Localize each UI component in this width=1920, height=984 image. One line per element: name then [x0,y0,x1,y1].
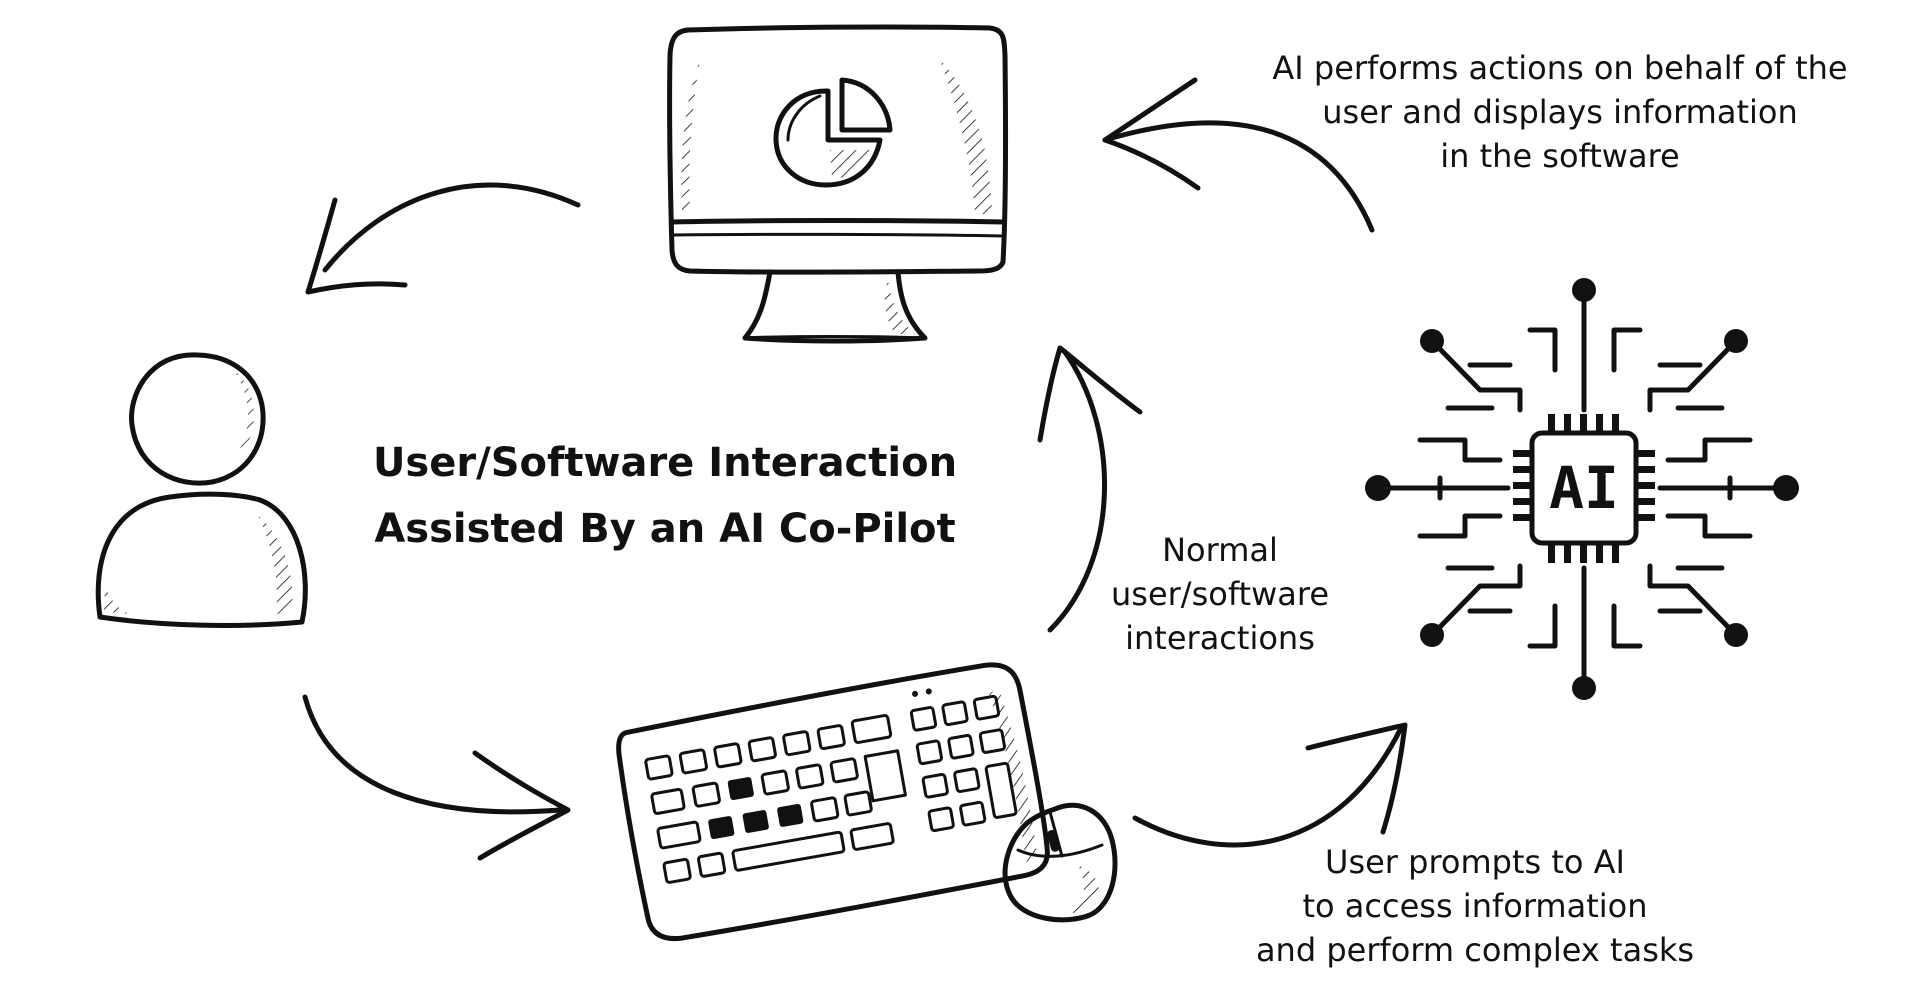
arrow-keyboard-to-monitor [1037,345,1143,633]
label-prompts-line-1: User prompts to AI [1325,843,1625,881]
label-prompts-line-2: to access information [1302,887,1648,925]
label-ai-actions-line-3: in the software [1440,137,1680,175]
diagram-title: User/Software Interaction Assisted By an… [365,430,965,562]
keyboard-icon [616,662,1050,942]
label-ai-actions-line-1: AI performs actions on behalf of the [1272,49,1848,87]
label-normal-interactions: Normal user/software interactions [1090,528,1350,660]
label-normal-line-2: user/software [1111,575,1329,613]
label-prompts-line-3: and perform complex tasks [1255,931,1695,969]
user-icon [95,352,308,628]
pie-chart-icon [773,77,893,188]
diagram-title-line-2: Assisted By an AI Co-Pilot [374,506,956,552]
ai-chip-label: AI [1549,454,1619,522]
mouse-icon [1002,802,1118,923]
arrow-ai-to-monitor [1102,77,1375,233]
diagram-title-line-1: User/Software Interaction [372,440,958,486]
label-ai-actions: AI performs actions on behalf of the use… [1260,46,1860,178]
monitor-icon [667,24,1009,344]
label-user-prompts: User prompts to AI to access information… [1225,840,1725,972]
label-normal-line-3: interactions [1125,619,1315,657]
arrow-user-to-keyboard [302,694,571,861]
ai-chip-icon: AI [1365,278,1799,700]
label-ai-actions-line-2: user and displays information [1322,93,1798,131]
arrow-monitor-to-user [305,182,581,295]
label-normal-line-1: Normal [1162,531,1278,569]
arrow-mouse-to-ai [1132,722,1408,848]
